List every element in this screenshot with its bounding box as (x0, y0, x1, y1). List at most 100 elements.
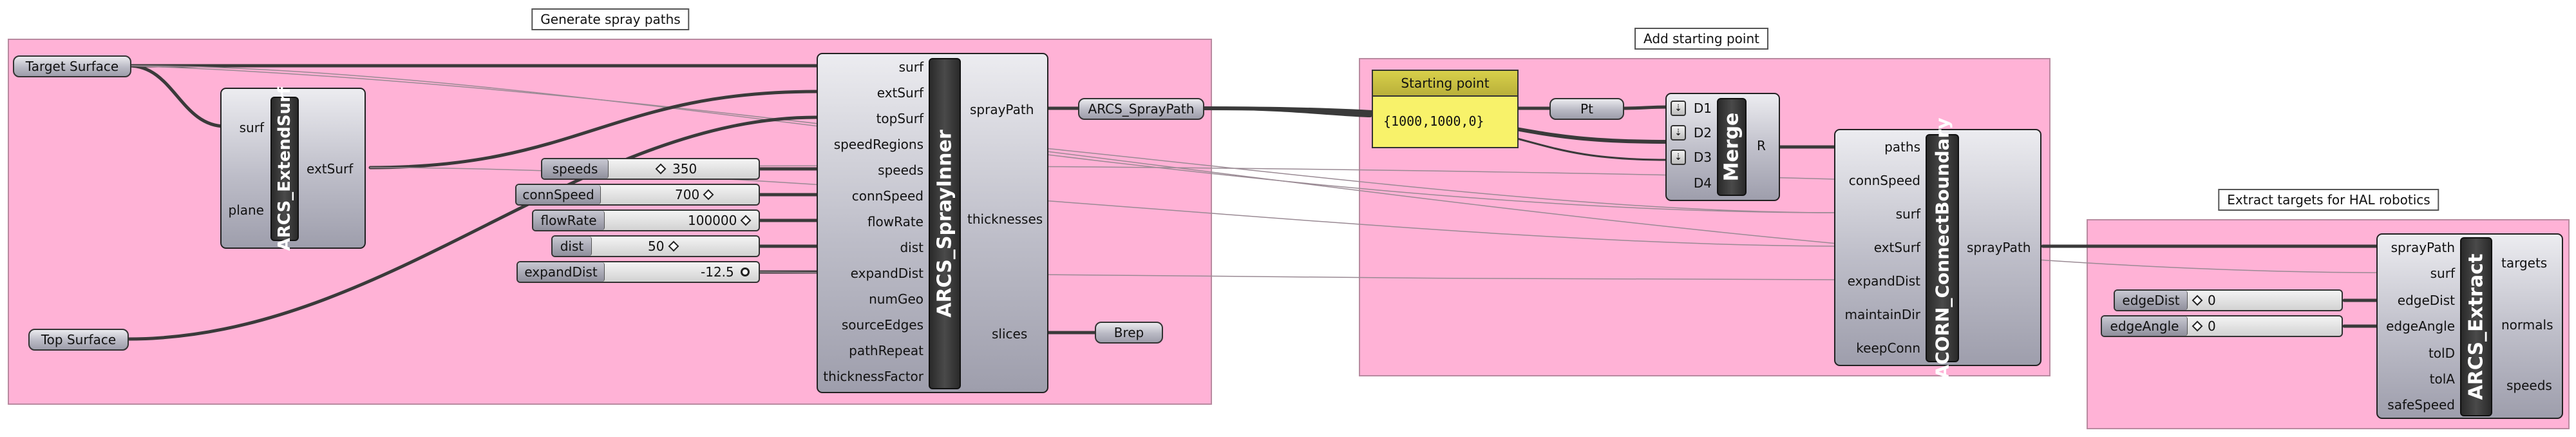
expanddist-slider-label: expandDist (518, 262, 605, 282)
sprayinner-input-extsurf[interactable]: extSurf (876, 85, 923, 101)
top-surface-param[interactable]: Top Surface (28, 329, 129, 351)
connspeed-slider-value: 700 (675, 187, 700, 202)
sprayinner-input-surf[interactable]: surf (898, 59, 923, 75)
extract-input-told[interactable]: tolD (2428, 345, 2455, 361)
extract-input-safespeed[interactable]: safeSpeed (2387, 397, 2455, 413)
sprayinner-output-thicknesses[interactable]: thicknesses (967, 211, 1043, 227)
top-surface-label: Top Surface (41, 332, 117, 347)
brep-label: Brep (1113, 325, 1144, 340)
connspeed-slider[interactable]: connSpeed 700 (515, 184, 760, 206)
sprayinner-input-sourceedges[interactable]: sourceEdges (841, 317, 923, 333)
sprayinner-output-spraypath[interactable]: sprayPath (970, 102, 1034, 117)
expanddist-slider-knob[interactable] (741, 267, 750, 277)
arcs-sprayinner-component[interactable]: ARCS_SprayInner surf extSurf topSurf spe… (817, 53, 1048, 393)
connspeed-slider-knob[interactable] (703, 189, 714, 200)
edgedist-slider-knob[interactable] (2192, 295, 2203, 306)
connect-title-band: ACORN_ConnectBoundary (1926, 117, 1959, 379)
edgedist-slider-value: 0 (2208, 293, 2216, 308)
connect-input-connspeed[interactable]: connSpeed (1848, 173, 1920, 188)
merge-input-d3[interactable]: D3 (1693, 150, 1712, 165)
sprayinner-input-dist[interactable]: dist (900, 240, 923, 255)
sprayinner-input-flowrate[interactable]: flowRate (867, 214, 923, 229)
extendsurf-input-surf[interactable]: surf (239, 120, 264, 135)
wire-topsurface (126, 115, 819, 341)
starting-point-panel[interactable]: Starting point {1000,1000,0} (1372, 70, 1519, 148)
dist-slider-label: dist (553, 237, 592, 256)
extendsurf-input-plane[interactable]: plane (228, 202, 265, 218)
sprayinner-input-speedregions[interactable]: speedRegions (833, 137, 923, 152)
sprayinner-input-thicknessfactor[interactable]: thicknessFactor (823, 369, 923, 384)
extract-title: ARCS_Extract (2465, 253, 2488, 400)
target-surface-param[interactable]: Target Surface (13, 55, 131, 77)
extract-output-targets[interactable]: targets (2501, 255, 2548, 271)
extract-input-spraypath[interactable]: sprayPath (2391, 240, 2455, 255)
arcs-extendsurf-component[interactable]: ARCS_ExtendSurf surf plane extSurf (220, 87, 366, 251)
expanddist-slider-value: -12.5 (701, 264, 734, 280)
brep-param[interactable]: Brep (1095, 322, 1163, 344)
wire-target-to-extendsurf (127, 64, 227, 128)
merge-input-d2[interactable]: D2 (1693, 125, 1712, 141)
dist-slider[interactable]: dist 50 (551, 235, 760, 257)
arcs-spraypath-param[interactable]: ARCS_SprayPath (1078, 98, 1204, 120)
sprayinner-input-numgeo[interactable]: numGeo (869, 291, 923, 307)
extendsurf-title-band: ARCS_ExtendSurf (270, 87, 299, 251)
connect-input-expanddist[interactable]: expandDist (1847, 273, 1920, 289)
extract-input-surf[interactable]: surf (2430, 266, 2455, 281)
acorn-connectboundary-component[interactable]: paths connSpeed surf extSurf expandDist … (1834, 117, 2041, 379)
speeds-slider[interactable]: speeds 350 (541, 158, 760, 180)
sprayinner-title: ARCS_SprayInner (933, 130, 956, 318)
merge-output-r[interactable]: R (1757, 138, 1766, 153)
wire-extsurf (368, 90, 819, 170)
flowrate-slider-knob[interactable] (740, 215, 752, 226)
connspeed-slider-label: connSpeed (516, 185, 601, 204)
group-label-add-starting-point: Add starting point (1634, 28, 1768, 50)
connect-input-surf[interactable]: surf (1895, 206, 1920, 222)
sprayinner-input-pathrepeat[interactable]: pathRepeat (849, 343, 923, 358)
merge-input-d4[interactable]: D4 (1693, 175, 1712, 191)
extract-output-normals[interactable]: normals (2501, 317, 2553, 333)
connect-input-extsurf[interactable]: extSurf (1873, 240, 1920, 255)
edgeangle-slider-knob[interactable] (2192, 320, 2203, 332)
edgeangle-slider[interactable]: edgeAngle 0 (2101, 315, 2343, 337)
sprayinner-input-topsurf[interactable]: topSurf (876, 111, 923, 126)
connect-output-spraypath[interactable]: sprayPath (1967, 240, 2031, 255)
edgedist-slider[interactable]: edgeDist 0 (2114, 289, 2343, 311)
sprayinner-input-speeds[interactable]: speeds (878, 162, 923, 178)
sprayinner-input-expanddist[interactable]: expandDist (850, 266, 923, 281)
arcs-extract-component[interactable]: sprayPath surf edgeDist edgeAngle tolD t… (2376, 233, 2563, 419)
speeds-slider-knob[interactable] (655, 163, 667, 175)
pt-param[interactable]: Pt (1549, 98, 1624, 120)
extract-input-edgeangle[interactable]: edgeAngle (2386, 318, 2455, 334)
connect-input-keepconn[interactable]: keepConn (1856, 340, 1920, 356)
extract-input-edgedist[interactable]: edgeDist (2397, 293, 2455, 308)
merge-title-band: Merge (1717, 98, 1747, 196)
extract-output-speeds[interactable]: speeds (2506, 378, 2552, 393)
merge-title: Merge (1720, 112, 1743, 182)
merge-component[interactable]: ⇣ ⇣ ⇣ D1 D2 D3 D4 Merge R (1665, 93, 1780, 201)
target-surface-label: Target Surface (25, 59, 119, 74)
flowrate-slider[interactable]: flowRate 100000 (532, 209, 760, 231)
merge-input-d1[interactable]: D1 (1693, 101, 1712, 116)
expanddist-slider[interactable]: expandDist -12.5 (516, 261, 760, 283)
speeds-slider-value: 350 (672, 161, 697, 177)
group-label-extract-targets: Extract targets for HAL robotics (2218, 189, 2439, 211)
flowrate-slider-value: 100000 (688, 213, 737, 228)
extract-input-tola[interactable]: tolA (2429, 371, 2455, 387)
sprayinner-input-connspeed[interactable]: connSpeed (851, 188, 923, 204)
merge-grip-d1[interactable]: ⇣ (1671, 101, 1686, 116)
arcs-spraypath-label: ARCS_SprayPath (1088, 101, 1195, 117)
extract-title-band: ARCS_Extract (2460, 237, 2492, 416)
merge-grip-d2[interactable]: ⇣ (1671, 125, 1686, 141)
speeds-slider-label: speeds (542, 159, 609, 179)
starting-point-text[interactable]: {1000,1000,0} (1383, 113, 1484, 129)
sprayinner-output-slices[interactable]: slices (992, 326, 1028, 342)
merge-grip-d3[interactable]: ⇣ (1671, 150, 1686, 165)
connect-input-paths[interactable]: paths (1884, 139, 1920, 155)
edgeangle-slider-label: edgeAngle (2102, 316, 2188, 336)
connect-input-maintaindir[interactable]: maintainDir (1844, 307, 1920, 322)
sprayinner-title-band: ARCS_SprayInner (929, 58, 961, 389)
extendsurf-output-extsurf[interactable]: extSurf (307, 161, 354, 177)
pt-label: Pt (1580, 101, 1593, 117)
dist-slider-knob[interactable] (668, 240, 679, 252)
